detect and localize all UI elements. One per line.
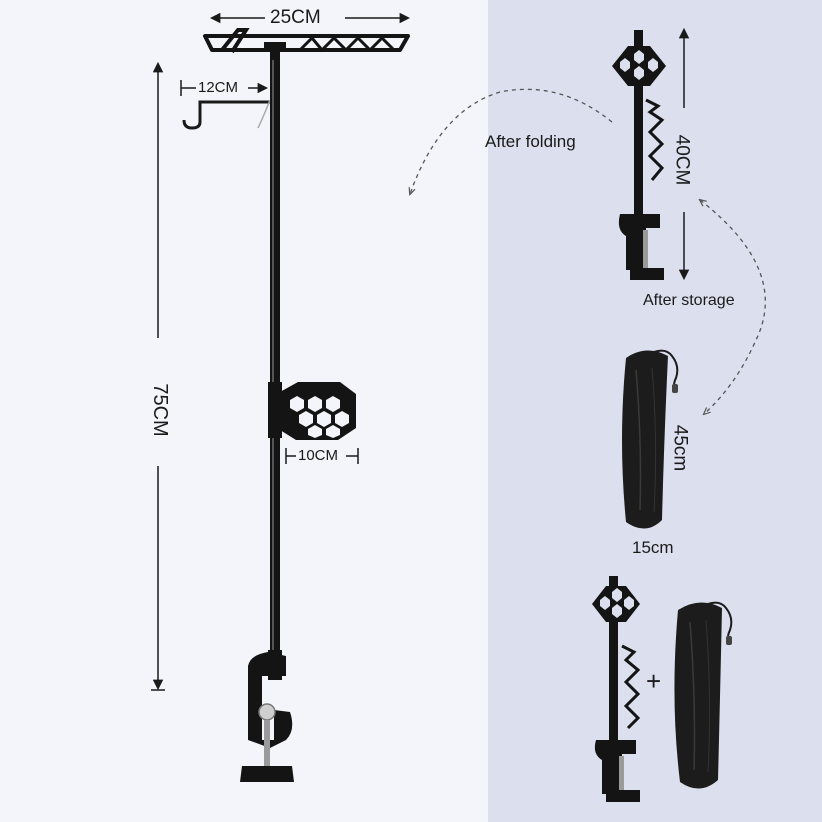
- storage-bag: [622, 349, 679, 529]
- after-storage-caption: After storage: [643, 292, 735, 309]
- top-width-label: 25CM: [268, 7, 323, 28]
- after-folding-caption: After folding: [485, 132, 576, 151]
- hook-length-label: 12CM: [198, 79, 239, 96]
- storage-curve-arrow: [700, 200, 766, 414]
- folding-curve-arrow: [410, 88, 613, 194]
- table-clamp: [240, 650, 294, 782]
- main-pole: [270, 60, 280, 660]
- plus-sign: +: [646, 666, 662, 696]
- bag-length-label: 45cm: [669, 424, 691, 472]
- tray-width-label: 10CM: [298, 447, 339, 464]
- combo-storage-bag: [674, 601, 733, 789]
- bag-width-label: 15cm: [632, 538, 674, 557]
- combo-folded-stand: [592, 576, 641, 802]
- top-rack: [203, 28, 410, 74]
- folded-length-label: 40CM: [671, 134, 693, 186]
- folded-stand: [612, 30, 666, 280]
- total-height-label: 75CM: [149, 383, 171, 437]
- hook-arm: [182, 99, 271, 130]
- main-stand: [151, 12, 411, 782]
- hex-tray: [268, 382, 356, 440]
